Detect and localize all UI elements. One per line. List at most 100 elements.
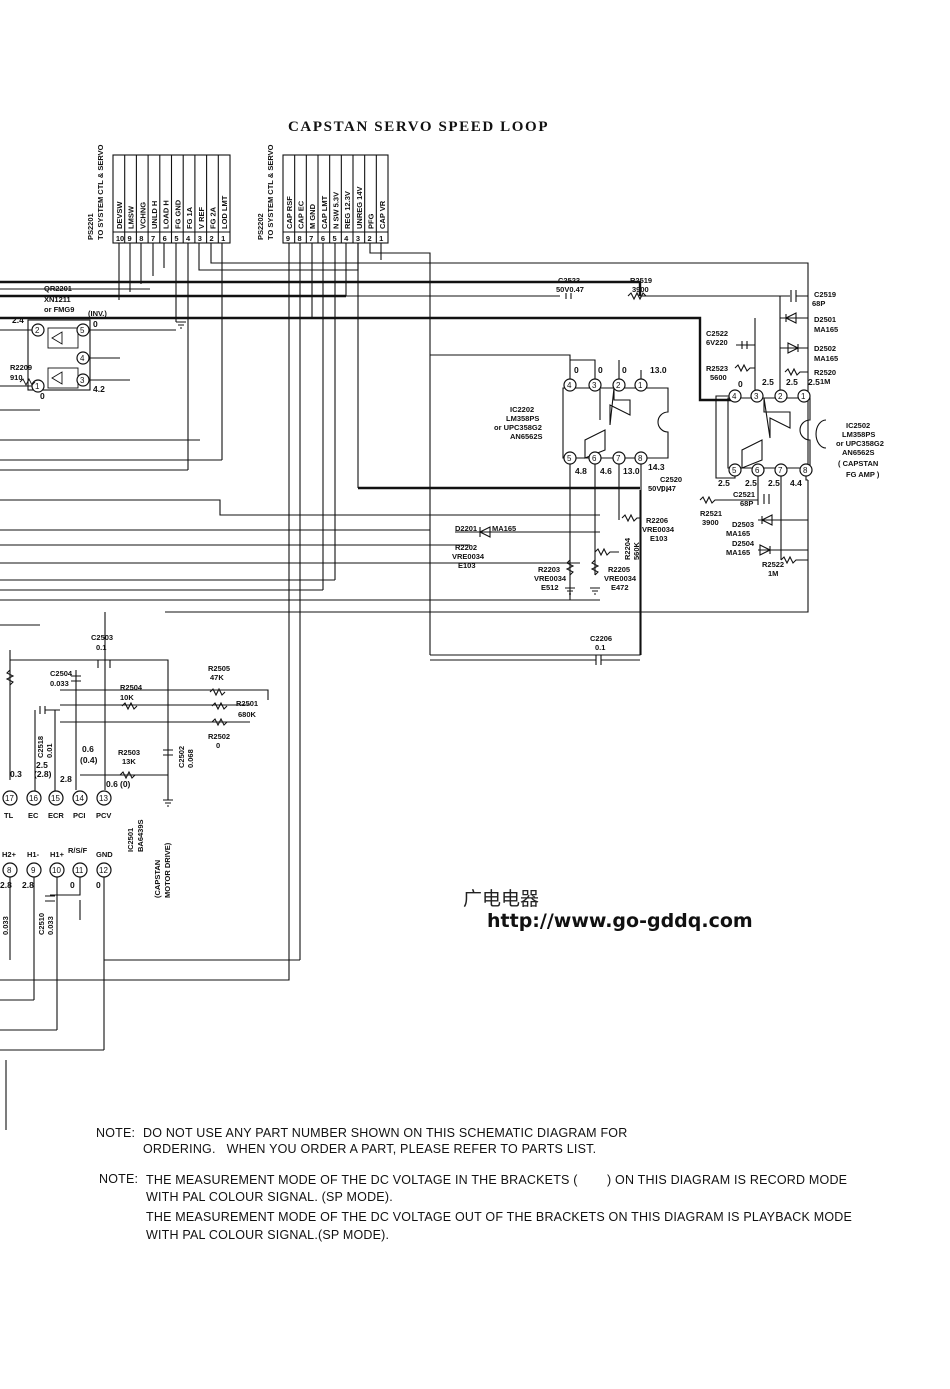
c2510-ref: C2510 [37,913,46,935]
note-2-line-3: THE MEASUREMENT MODE OF THE DC VOLTAGE O… [146,1210,853,1224]
note-2-head: NOTE: [99,1172,139,1186]
c2504-val: 0.033 [50,679,69,688]
ps2201-pin-number: 1 [221,234,225,243]
r2209-val: 910 [10,373,23,382]
svg-text:6: 6 [592,454,597,463]
v-2-5-ec: 2.5 [36,760,48,770]
ic2502-desc-1: ( CAPSTAN [838,459,878,468]
v-0-rec: (0) [120,779,131,789]
r2501-ref: R2501 [236,699,258,708]
c2503-val: 0.1 [96,643,106,652]
c2519-ref: C2519 [814,290,836,299]
svg-text:8: 8 [803,466,808,475]
r2204-ref: R2204 [623,537,632,560]
note-2-line-4: WITH PAL COLOUR SIGNAL.(SP MODE). [146,1228,390,1242]
v-2-5-f: 2.5 [768,478,780,488]
r2203-ref: R2203 [538,565,560,574]
pin-15: 15 [51,794,60,803]
pin-10: 10 [52,866,61,875]
r2204-val: 560K [632,541,641,560]
ic2202-part-b: or UPC358G2 [494,423,542,432]
pin-gnd-label: GND [96,850,113,859]
note-2-line-2: WITH PAL COLOUR SIGNAL. (SP MODE). [146,1190,393,1204]
ps2202-pin-signal: CAP RSF [285,196,294,229]
connector-ps2201-dest: TO SYSTEM CTL & SERVO [96,144,105,240]
svg-text:5: 5 [732,466,737,475]
svg-text:3: 3 [592,381,597,390]
ps2201-pin-number: 6 [163,234,167,243]
d2504-ref: D2504 [732,539,755,548]
v-0-6: 0.6 [82,744,94,754]
ps2201-pin-number: 9 [128,234,132,243]
watermark-url: http://www.go-gddq.com [487,910,753,932]
v-2-8-ecr: 2.8 [60,774,72,784]
r2523-ref: R2523 [706,364,728,373]
ps2202-pin-number: 6 [321,234,325,243]
ps2201-pin-signal: FG GND [173,199,182,229]
connector-ps2202-ref: PS2202 [256,213,265,240]
v-4-6: 4.6 [600,466,612,476]
c2509-val: 0.033 [1,916,10,935]
r2203-val-a: VRE0034 [534,574,567,583]
r2523-val: 5600 [710,373,727,382]
v-0-q2: 0 [40,391,45,401]
d2502-val: MA165 [814,354,838,363]
pin-pcv-label: PCV [96,811,111,820]
svg-text:4: 4 [80,354,85,363]
svg-text:3: 3 [754,392,759,401]
v-0-h1p: 0 [70,880,75,890]
svg-text:7: 7 [616,454,621,463]
top-feedback: C2523 50V0.47 R2519 3900 C2519 68P D2501… [556,276,838,468]
note-1-head: NOTE: [96,1126,136,1140]
r2205-val-b: E472 [611,583,629,592]
pin-11: 11 [75,866,84,875]
c2504-ref: C2504 [50,669,73,678]
ic2202-part-c: AN6562S [510,432,543,441]
svg-text:3: 3 [80,376,85,385]
c2518-val: 0.01 [45,743,54,758]
d2201-ref: D2201 [455,524,477,533]
r2209-ref: R2209 [10,363,32,372]
ps2202-pin-number: 1 [379,234,383,243]
v-13-0-b: 13.0 [623,466,640,476]
v-4-4: 4.4 [790,478,802,488]
r2520-val: 1M [820,377,830,386]
ps2201-pin-number: 2 [209,234,213,243]
ps2201-pin-number: 7 [151,234,155,243]
c2518-ref: C2518 [36,736,45,758]
c2510-val: 0.033 [46,916,55,935]
ps2202-pin-number: 9 [286,234,290,243]
ic2202-ref: IC2202 [510,405,534,414]
v-2-5-a: 2.5 [762,377,774,387]
r2503-val: 13K [122,757,136,766]
r2522-ref: R2522 [762,560,784,569]
d2504-val: MA165 [726,548,750,557]
v-4-8: 4.8 [575,466,587,476]
d2503-ref: D2503 [732,520,754,529]
r2203-val-b: E512 [541,583,559,592]
connector-ps2201-ref: PS2201 [86,213,95,240]
pin-tl-label: TL [4,811,14,820]
note-1-line-2: ORDERING. WHEN YOU ORDER A PART, PLEASE … [143,1142,597,1156]
pin-12: 12 [99,866,108,875]
pin-h1p-label: H1+ [50,850,65,859]
r2502-val: 0 [216,741,220,750]
v-0-ic2502: 0 [738,379,743,389]
r2521-ref: R2521 [700,509,722,518]
ps2202-pin-number: 4 [344,234,349,243]
ps2202-pin-signal: PFG [367,213,376,229]
r2202-val-b: E103 [458,561,476,570]
v-0-3: 0.3 [10,769,22,779]
ps2202-pin-signal: CAP VR [378,200,387,229]
pin-h1m-label: H1- [27,850,40,859]
connector-ps2202-dest: TO SYSTEM CTL & SERVO [266,144,275,240]
pin-14: 14 [75,794,84,803]
pin-16: 16 [29,794,38,803]
ic2502-part-a: LM358PS [842,430,875,439]
ic2502-part-c: AN6562S [842,448,875,457]
ps2202-pin-number: 7 [309,234,313,243]
c2521-ref: C2521 [733,490,755,499]
ps2201-pin-signal: LOD LMT [220,195,229,229]
c2206-val: 0.1 [595,643,605,652]
v-0-4-rec: (0.4) [80,755,98,765]
